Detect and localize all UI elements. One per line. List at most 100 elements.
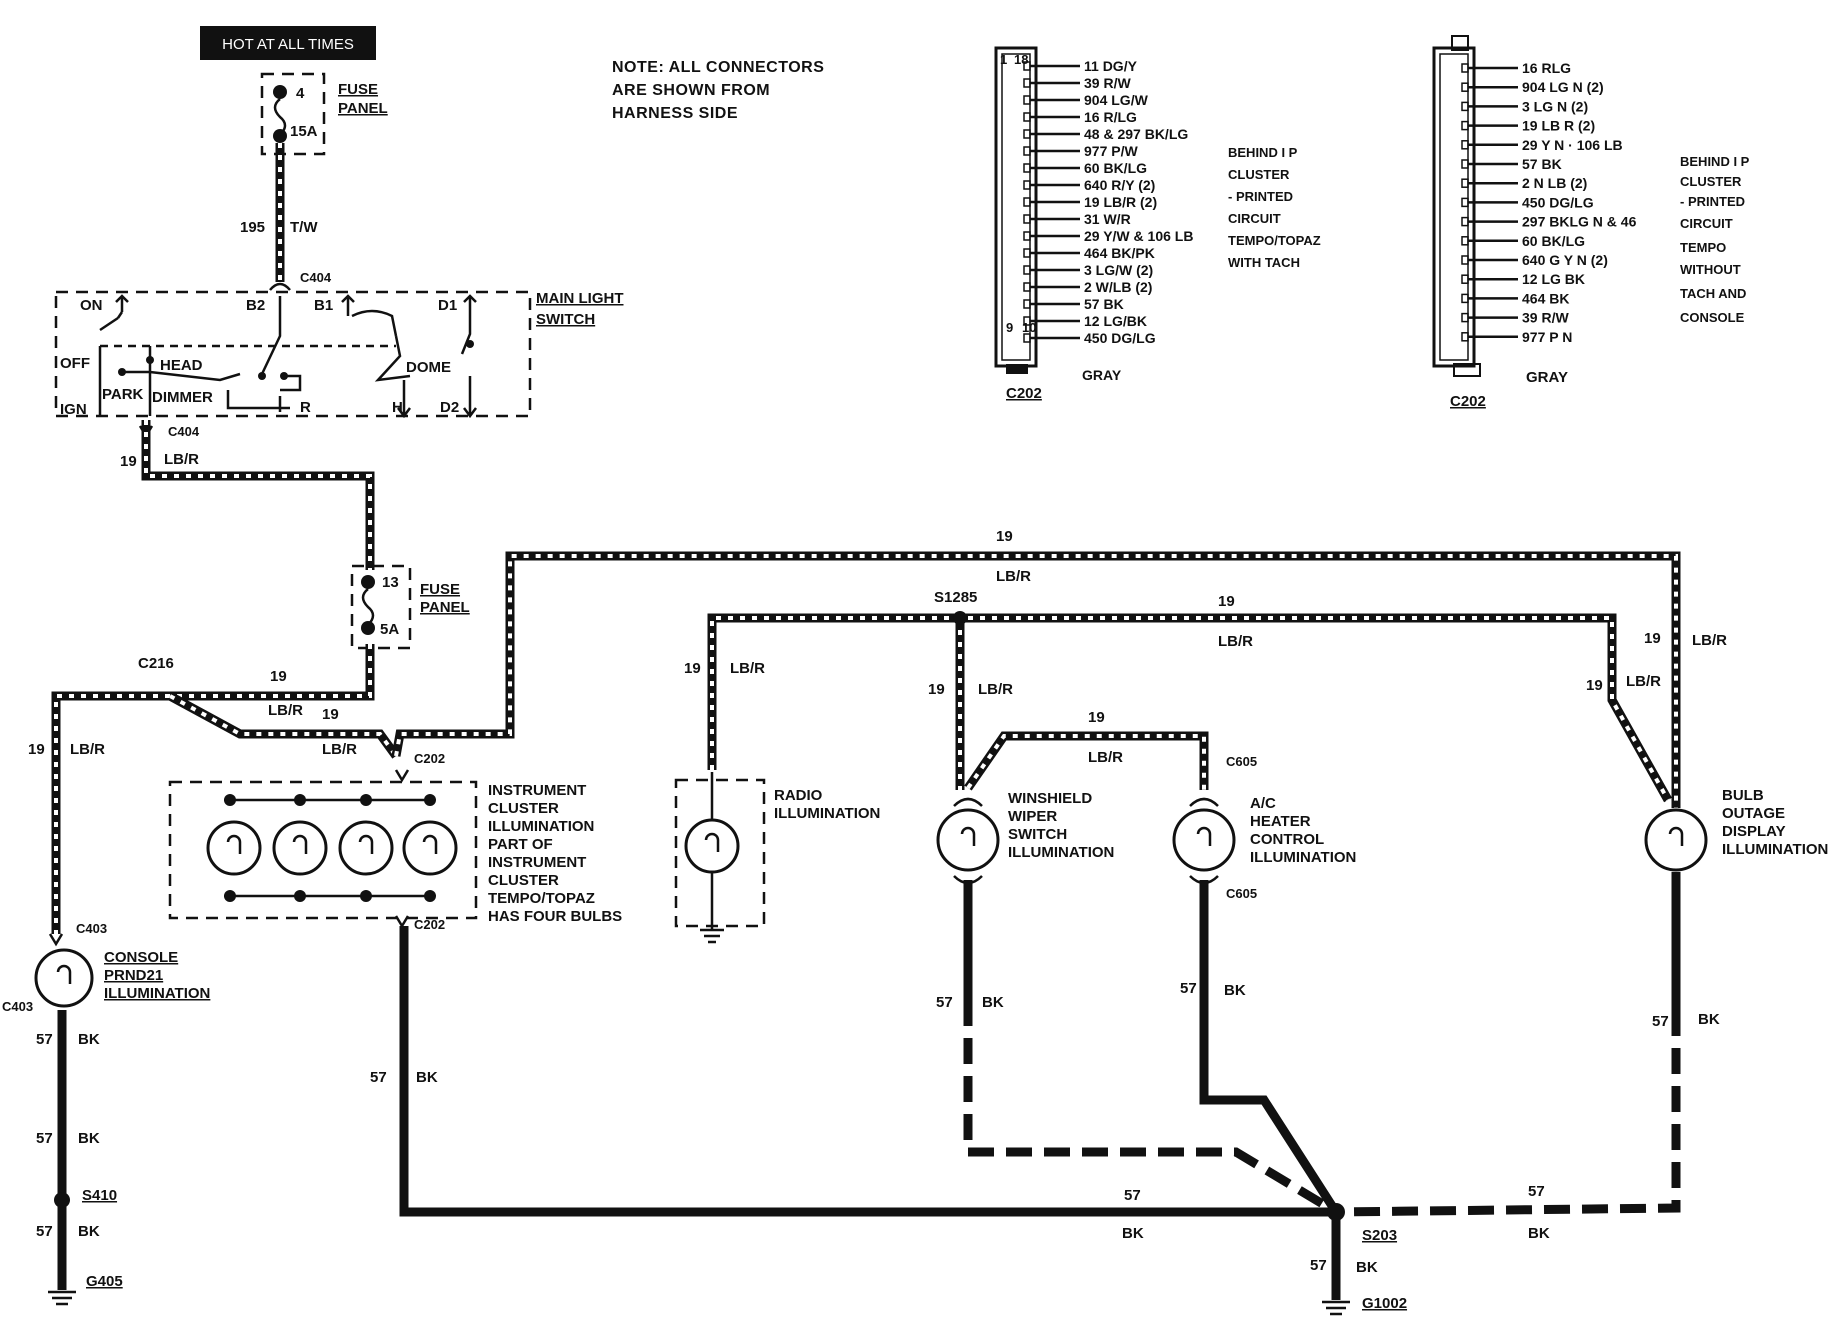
svg-text:57: 57 (1652, 1013, 1669, 1030)
svg-text:LB/R: LB/R (322, 741, 357, 758)
wire-19-top-bus: 19 LB/R 19 LB/R (391, 528, 1727, 808)
svg-text:GRAY: GRAY (1082, 367, 1122, 383)
c202-left-pin-socket (1023, 214, 1031, 224)
svg-text:- PRINTED: - PRINTED (1680, 194, 1745, 209)
svg-text:19: 19 (120, 453, 137, 470)
c202-right-pin-socket (1461, 120, 1469, 131)
svg-text:BK: BK (1698, 1011, 1720, 1028)
svg-text:BK: BK (78, 1130, 100, 1147)
svg-text:R: R (300, 399, 311, 416)
svg-text:CONTROL: CONTROL (1250, 831, 1324, 848)
c202-right-pin-label: 16 RLG (1522, 60, 1571, 76)
svg-text:BK: BK (78, 1223, 100, 1240)
svg-text:13: 13 (382, 574, 399, 591)
svg-text:BEHIND I P: BEHIND I P (1228, 145, 1298, 160)
svg-text:S410: S410 (82, 1187, 117, 1204)
svg-text:TEMPO/TOPAZ: TEMPO/TOPAZ (488, 890, 595, 907)
svg-text:ILLUMINATION: ILLUMINATION (1722, 841, 1828, 858)
wire-19-switch-to-fuse: 19 LB/R (120, 420, 375, 570)
svg-text:LB/R: LB/R (1692, 632, 1727, 649)
c202-left-pin-label: 16 R/LG (1084, 109, 1137, 125)
svg-text:19: 19 (1644, 630, 1661, 647)
svg-text:18: 18 (1014, 52, 1028, 67)
c202-left-pin-socket (1023, 197, 1031, 207)
svg-text:ILLUMINATION: ILLUMINATION (1008, 844, 1114, 861)
svg-text:BK: BK (1224, 982, 1246, 999)
svg-text:C404: C404 (168, 424, 200, 439)
c202-left-pin-label: 60 BK/LG (1084, 160, 1147, 176)
heater-control-illumination: A/C HEATER CONTROL ILLUMINATION 57 BK (1172, 795, 1356, 1215)
svg-text:TEMPO: TEMPO (1680, 240, 1726, 255)
c202-left-pin-label: 450 DG/LG (1084, 330, 1156, 346)
svg-text:C216: C216 (138, 655, 174, 672)
svg-text:GRAY: GRAY (1526, 369, 1568, 386)
svg-text:TEMPO/TOPAZ: TEMPO/TOPAZ (1228, 233, 1321, 248)
svg-text:LB/R: LB/R (978, 681, 1013, 698)
svg-text:57: 57 (1180, 980, 1197, 997)
console-prnd21-illumination: C403 CONSOLE PRND21 ILLUMINATION C403 57… (2, 921, 210, 1306)
svg-text:BEHIND I P: BEHIND I P (1680, 154, 1750, 169)
svg-text:19: 19 (1088, 709, 1105, 726)
svg-text:OFF: OFF (60, 355, 90, 372)
svg-text:C403: C403 (76, 921, 107, 936)
c202-right-pin-socket (1461, 332, 1469, 342)
svg-text:LB/R: LB/R (996, 568, 1031, 585)
c202-left-pin-label: 19 LB/R (2) (1084, 194, 1157, 210)
svg-text:DISPLAY: DISPLAY (1722, 823, 1786, 840)
svg-text:TACH AND: TACH AND (1680, 286, 1746, 301)
c202-left-pin-socket (1023, 112, 1031, 122)
svg-text:C605: C605 (1226, 886, 1257, 901)
svg-text:CONSOLE: CONSOLE (104, 949, 178, 966)
c202-left-pin-socket (1023, 78, 1031, 88)
svg-text:57: 57 (936, 994, 953, 1011)
c202-right-pin-socket (1461, 178, 1469, 188)
svg-text:IGN: IGN (60, 401, 87, 418)
c202-left-pin-socket (1023, 180, 1031, 190)
c202-left-pin-label: 29 Y/W & 106 LB (1084, 228, 1193, 244)
svg-text:57: 57 (36, 1223, 53, 1240)
c202-right-pin-socket (1461, 236, 1469, 246)
svg-text:19: 19 (996, 528, 1013, 545)
svg-text:HEAD: HEAD (160, 357, 203, 374)
c202-right-pin-label: 640 G Y N (2) (1522, 252, 1608, 268)
svg-text:19: 19 (270, 668, 287, 685)
svg-text:DOME: DOME (406, 359, 451, 376)
c202-left-pin-socket (1023, 231, 1031, 241)
c202-left-pin-label: 2 W/LB (2) (1084, 279, 1152, 295)
svg-text:B2: B2 (246, 297, 265, 314)
c202-right-pin-label: 39 R/W (1522, 310, 1569, 326)
fuse-13: 13 5A FUSE PANEL (350, 564, 470, 650)
c202-left-pin-socket (1023, 61, 1031, 71)
svg-text:HOT AT ALL TIMES: HOT AT ALL TIMES (222, 36, 354, 53)
c202-right-pin-label: 19 LB R (2) (1522, 118, 1595, 134)
c202-left-pin-socket (1023, 282, 1031, 292)
svg-text:9: 9 (1006, 320, 1013, 335)
svg-text:C404: C404 (300, 270, 332, 285)
wire-195: 195 T/W (240, 143, 318, 282)
svg-text:PARK: PARK (102, 386, 144, 403)
left-pin-lines (1023, 61, 1080, 343)
c202-right-pin-socket (1461, 140, 1469, 150)
svg-text:S203: S203 (1362, 1227, 1397, 1244)
svg-text:CIRCUIT: CIRCUIT (1228, 211, 1281, 226)
s203-g1002: S203 57 BK G1002 (1310, 1203, 1407, 1316)
svg-text:LB/R: LB/R (730, 660, 765, 677)
svg-text:57: 57 (370, 1069, 387, 1086)
svg-text:5A: 5A (380, 621, 399, 638)
c202-left-pin-label: 640 R/Y (2) (1084, 177, 1155, 193)
svg-text:BK: BK (78, 1031, 100, 1048)
c202-left-pin-label: 31 W/R (1084, 211, 1131, 227)
right-pin-lines (1461, 63, 1518, 342)
svg-text:G405: G405 (86, 1273, 123, 1290)
svg-text:C202: C202 (1006, 385, 1042, 402)
svg-text:INSTRUMENT: INSTRUMENT (488, 854, 586, 871)
svg-text:19: 19 (1586, 677, 1603, 694)
wire-57-cluster-ground: 57 BK 57 BK (370, 926, 1336, 1242)
svg-text:ILLUMINATION: ILLUMINATION (774, 805, 880, 822)
svg-text:C605: C605 (1226, 754, 1257, 769)
svg-text:HEATER: HEATER (1250, 813, 1311, 830)
svg-text:PRND21: PRND21 (104, 967, 163, 984)
svg-text:BK: BK (1356, 1259, 1378, 1276)
c202-left-pin-label: 904 LG/W (1084, 92, 1149, 108)
